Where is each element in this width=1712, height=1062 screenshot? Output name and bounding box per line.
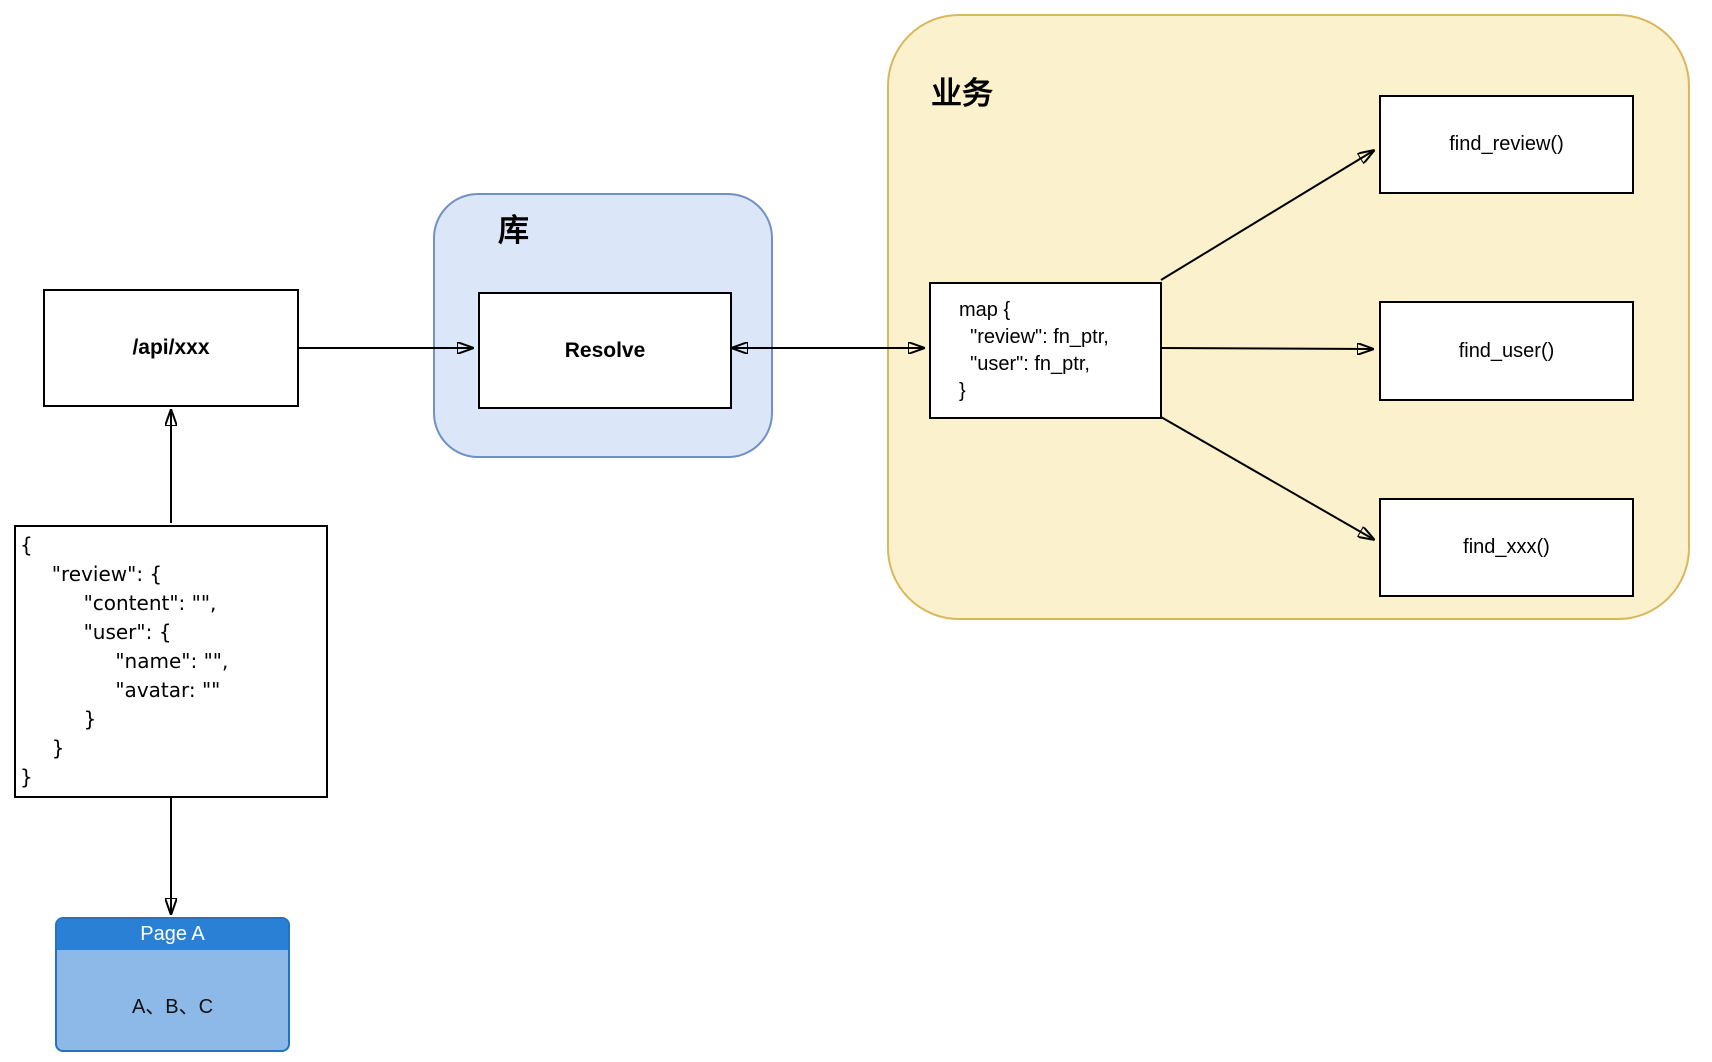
page-a-title: Page A <box>140 923 205 945</box>
page-a-content: A、B、C <box>131 995 214 1018</box>
json-response-box: { "review": { "content": "", "user": { "… <box>14 525 328 798</box>
find-xxx-box: find_xxx() <box>1379 498 1634 597</box>
find-user-box: find_user() <box>1379 301 1634 401</box>
resolve-box: Resolve <box>478 292 732 409</box>
library-label: 库 <box>498 213 529 248</box>
find-review-box: find_review() <box>1379 95 1634 194</box>
find-review-label: find_review() <box>1449 133 1564 155</box>
page-a-card: Page A A、B、C <box>55 917 290 1052</box>
library-container: 库 Resolve <box>433 193 773 458</box>
page-a-body: A、B、C <box>57 950 288 1050</box>
map-box: map { "review": fn_ptr, "user": fn_ptr, … <box>929 282 1162 419</box>
page-a-header: Page A <box>57 919 288 950</box>
find-user-label: find_user() <box>1458 339 1555 362</box>
find-xxx-label: find_xxx() <box>1463 536 1550 558</box>
api-label: /api/xxx <box>132 336 210 359</box>
resolve-label: Resolve <box>564 338 646 362</box>
business-label: 业务 <box>931 76 993 111</box>
api-box: /api/xxx <box>43 289 299 407</box>
business-container: 业务 map { "review": fn_ptr, "user": fn_pt… <box>887 14 1690 620</box>
